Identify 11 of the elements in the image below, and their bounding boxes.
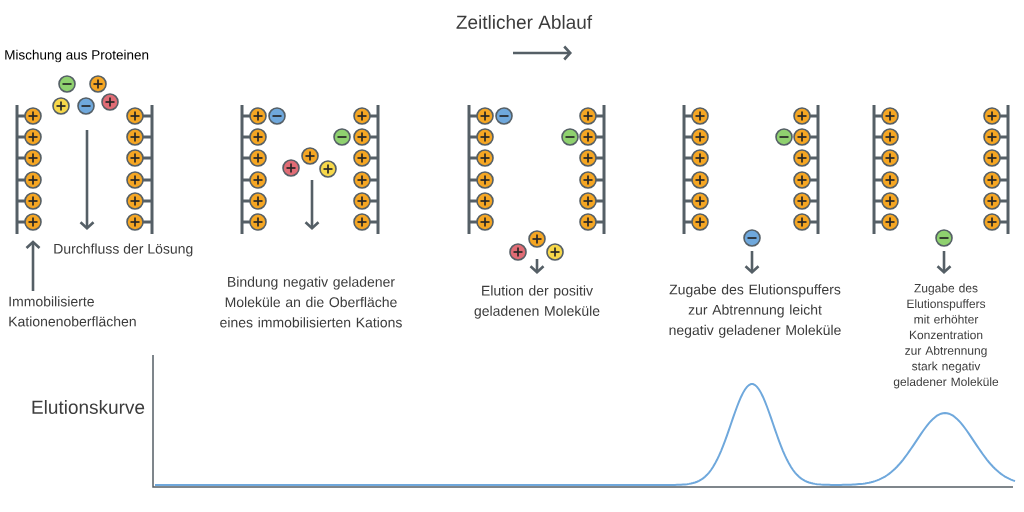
caption-text: Zugabe des Elutionspuffers mit erhöhter Konzentration zur Abtrennung stark negativ geladener Moleküle [893,283,999,389]
column-drawing [15,105,42,234]
caption-text: Elution der positiv geladenen Moleküle [474,285,600,319]
arrow [25,240,41,291]
caption-text: Durchfluss der Lösung [54,243,193,257]
caption-text: Bindung negativ geladener Moleküle an die Oberfläche eines immobilisierten Kations [220,276,402,328]
heading-text: Zeitlicher Ablauf [456,15,593,29]
annotation-text: Immobilisierte Kationenoberflächen [9,296,136,327]
heading-text: Elutionskurve [32,400,145,414]
caption-text: Zugabe des Elutionspuffers zur Abtrennung leicht negativ geladener Moleküle [669,284,841,338]
caption-text: Mischung aus Proteinen [5,49,149,63]
